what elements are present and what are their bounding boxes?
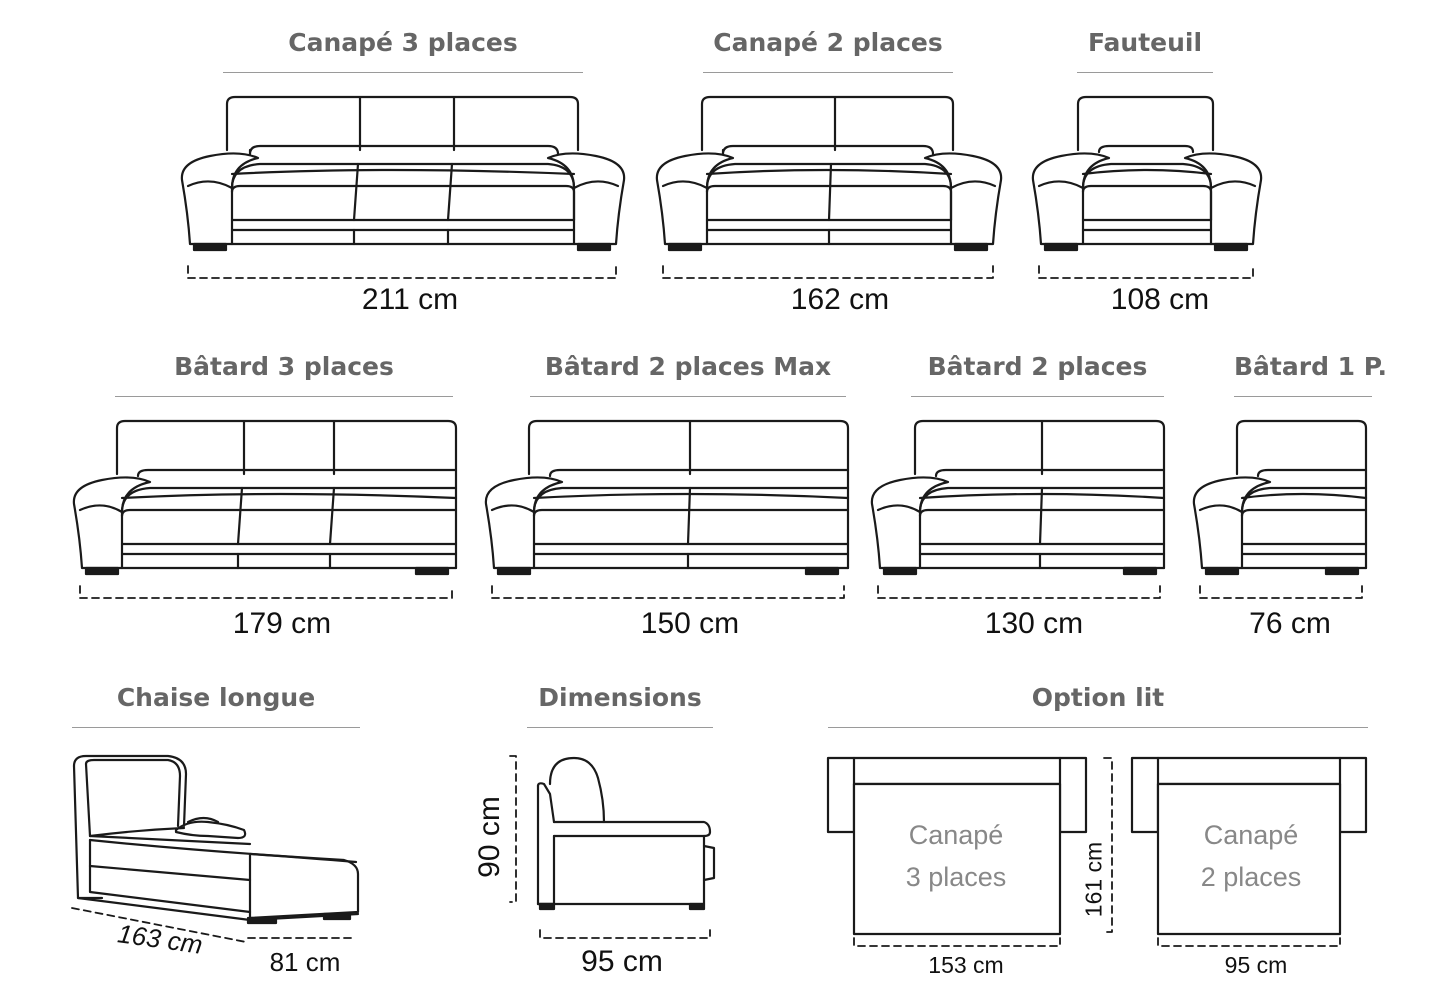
batard3-drawing [72,419,458,599]
bed2-width: 95 cm [1224,952,1288,978]
chaise-title-rule [72,727,360,728]
sofa2-title-rule [703,72,953,73]
sofa2-title: Canapé 2 places [713,28,943,57]
batard3-title-rule [115,396,453,397]
dimensions-depth: 95 cm [581,945,663,978]
batard1-drawing [1192,419,1368,599]
batard1-title-rule [1234,396,1372,397]
batard2-title-rule [911,396,1164,397]
armchair-width: 108 cm [1110,283,1210,316]
bed3-width: 153 cm [928,952,1004,978]
bed3-label-line2: 3 places [905,862,1007,892]
dimensions-title: Dimensions [538,683,702,712]
sofa3-title: Canapé 3 places [288,28,518,57]
sofa2-drawing [655,95,1003,279]
batard2-width: 130 cm [984,607,1084,640]
batard1-width: 76 cm [1249,607,1331,640]
chaise-title: Chaise longue [116,683,316,712]
sofa3-width: 211 cm [361,283,459,316]
bed-depth-marker [1103,757,1113,933]
sofa3-drawing [180,95,626,279]
dimensions-drawing [509,755,716,939]
bed-title-rule [828,727,1368,728]
bed3-label-line1: Canapé [908,820,1004,850]
batard3-width: 179 cm [232,607,332,640]
sofa2-width: 162 cm [790,283,890,316]
bed2-label-line1: Canapé [1203,820,1299,850]
batard2-drawing [870,419,1166,599]
bed3-drawing [826,756,1088,947]
batard3-title: Bâtard 3 places [174,352,394,381]
batard2max-drawing [484,419,850,599]
bed-title: Option lit [1031,683,1165,712]
dimensions-title-rule [527,727,713,728]
dimensions-height: 90 cm [473,796,506,878]
bed2-drawing [1130,756,1368,947]
batard1-title: Bâtard 1 P. [1234,352,1388,381]
armchair-drawing [1031,95,1263,279]
batard2max-title-rule [530,396,846,397]
batard2-title: Bâtard 2 places [927,352,1148,381]
armchair-title: Fauteuil [1087,28,1203,57]
bed3-label: Canapé 3 places [860,814,1052,898]
bed-depth: 161 cm [1080,841,1107,918]
sofa3-title-rule [223,72,583,73]
batard2max-width: 150 cm [640,607,740,640]
bed2-label: Canapé 2 places [1158,814,1344,898]
batard2max-title: Bâtard 2 places Max [544,352,832,381]
chaise-width: 81 cm [269,947,341,977]
armchair-title-rule [1077,72,1213,73]
bed2-label-line2: 2 places [1200,862,1302,892]
chaise-drawing [71,754,360,943]
